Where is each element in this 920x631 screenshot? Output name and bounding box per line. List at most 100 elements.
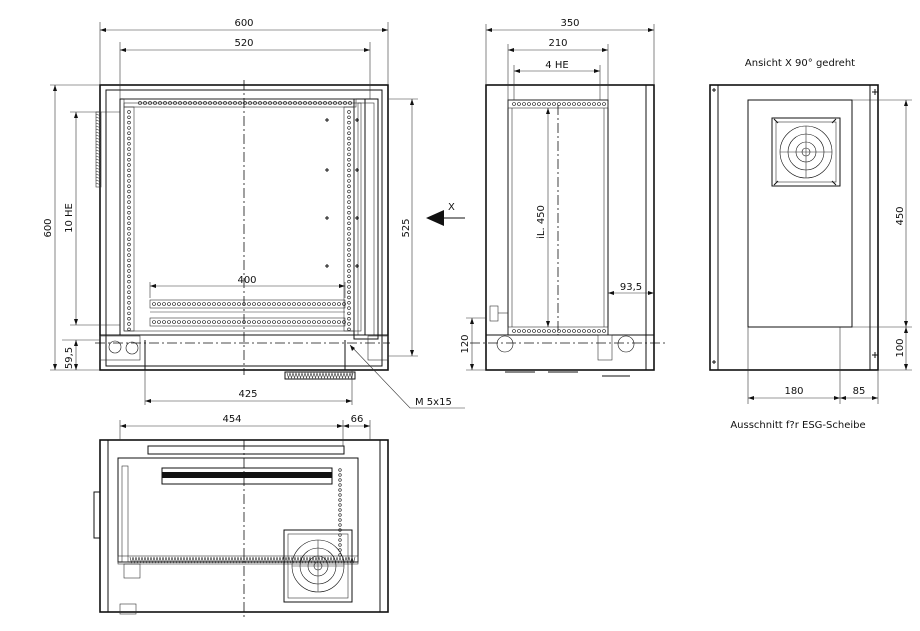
mounting-hole: [522, 329, 526, 333]
dim-side-depth-inner: 210: [548, 38, 567, 49]
rib-line: [95, 164, 102, 168]
mounting-hole: [252, 320, 256, 324]
mounting-hole: [152, 302, 156, 306]
front-gland-teeth: [286, 371, 354, 380]
mounting-hole: [562, 102, 566, 106]
mounting-hole: [537, 329, 541, 333]
mounting-hole: [187, 302, 191, 306]
mounting-hole: [127, 163, 131, 167]
mounting-hole: [348, 101, 352, 105]
mounting-hole: [197, 320, 201, 324]
mounting-hole: [217, 320, 221, 324]
mounting-hole: [347, 147, 351, 151]
mounting-hole: [602, 102, 606, 106]
mounting-hole: [223, 101, 227, 105]
mounting-hole: [237, 302, 241, 306]
side-bracket: [489, 305, 499, 322]
mounting-hole: [267, 302, 271, 306]
mounting-hole: [567, 329, 571, 333]
dim-front-rail-width: 400: [237, 275, 256, 286]
mounting-hole: [127, 258, 131, 263]
mounting-hole: [338, 543, 342, 547]
top-fan: [283, 529, 353, 603]
right-esg-cutout: [747, 99, 853, 328]
rib-line: [95, 125, 102, 129]
mounting-hole: [328, 101, 332, 105]
mounting-hole: [268, 101, 272, 105]
right-view-caption: Ausschnitt f?r ESG-Scheibe: [730, 420, 865, 431]
dim-front-base-width: 425: [238, 389, 257, 400]
rib-line: [95, 149, 102, 153]
dim-right-height: 450: [895, 206, 906, 225]
mounting-hole: [222, 302, 226, 306]
mounting-hole: [152, 320, 156, 324]
mounting-hole: [527, 102, 531, 106]
mounting-hole: [248, 101, 252, 105]
mounting-hole: [347, 258, 351, 263]
mounting-hole: [337, 320, 341, 324]
mounting-hole: [203, 101, 207, 105]
mounting-hole: [512, 329, 516, 333]
mounting-hole: [163, 101, 167, 105]
dim-front-height-units: 10 HE: [64, 203, 75, 233]
mounting-hole: [338, 493, 342, 497]
mounting-hole: [238, 101, 242, 105]
mounting-hole: [168, 101, 172, 105]
mounting-hole: [282, 302, 286, 306]
mounting-hole: [347, 290, 351, 294]
mounting-hole: [347, 274, 351, 278]
mounting-hole: [587, 102, 591, 106]
mounting-hole: [127, 264, 131, 268]
mounting-hole: [552, 102, 556, 106]
rib-line: [95, 155, 102, 159]
mounting-hole: [347, 173, 351, 178]
mounting-hole: [127, 253, 131, 257]
mounting-hole: [198, 101, 202, 105]
top-right-hole-rail: [338, 468, 342, 557]
mounting-hole: [127, 147, 131, 151]
rib-line: [95, 143, 102, 147]
rib-line: [95, 173, 102, 177]
mounting-hole: [127, 279, 131, 284]
side-hinge: [597, 334, 613, 361]
right-view: Ansicht X 90° gedreht: [709, 58, 879, 371]
mounting-hole: [343, 101, 347, 105]
mounting-hole: [157, 320, 161, 324]
mounting-hole: [338, 473, 342, 477]
front-right-rail: [343, 106, 355, 332]
front-hinge-left: [99, 335, 141, 361]
mounting-hole: [338, 101, 342, 105]
front-hinge-left-circle-2: [125, 341, 139, 355]
top-rail-band: [162, 472, 332, 478]
mounting-hole: [602, 329, 606, 333]
mounting-hole: [247, 320, 251, 324]
mounting-hole: [227, 302, 231, 306]
mounting-hole: [347, 142, 351, 146]
rib-line: [95, 158, 102, 162]
front-right-panel: [353, 98, 379, 340]
mounting-hole: [127, 189, 131, 194]
rib-line: [95, 134, 102, 138]
rib-line: [95, 131, 102, 135]
mounting-hole: [347, 285, 351, 289]
right-housing-outline: [709, 84, 879, 371]
dim-side-units: 4 HE: [545, 60, 568, 71]
mounting-hole: [347, 226, 351, 231]
dim-front-height-total: 600: [43, 218, 54, 237]
front-view: [95, 80, 390, 380]
mounting-hole: [312, 320, 316, 324]
mounting-hole: [557, 329, 561, 333]
mounting-hole: [243, 101, 247, 105]
mounting-hole: [257, 302, 261, 306]
mounting-hole: [127, 232, 131, 236]
mounting-hole: [127, 226, 131, 231]
mounting-hole: [262, 320, 266, 324]
rib-line: [95, 152, 102, 156]
dim-top-width: 454: [222, 414, 241, 425]
mounting-hole: [178, 101, 182, 105]
rib-line: [95, 128, 102, 132]
mounting-hole: [157, 302, 161, 306]
mounting-hole: [347, 301, 351, 305]
mounting-hole: [127, 110, 131, 114]
